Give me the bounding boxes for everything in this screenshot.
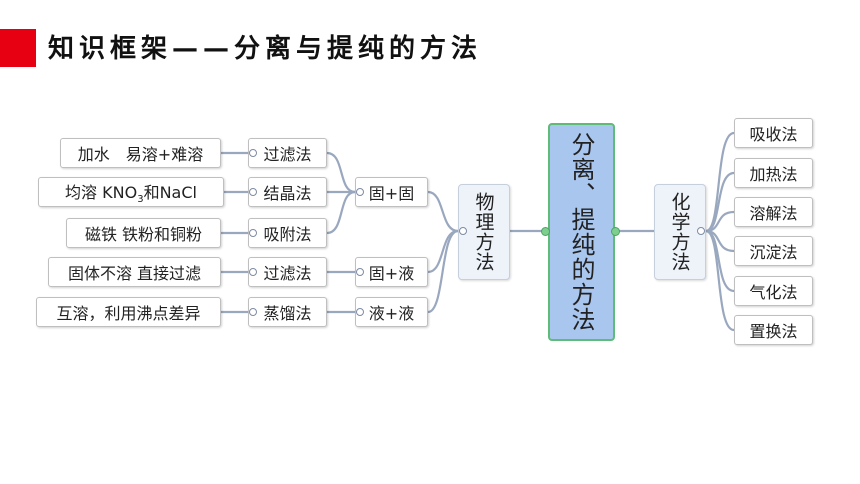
condition-label-4: 固体不溶 直接过滤 [67,264,202,283]
collapse-toggle-icon[interactable] [356,188,364,196]
chem-method-node-2[interactable]: 加热法 [734,158,813,188]
center-topic-label: 分离、提纯的方法 [567,132,595,332]
method-node-filter-1[interactable]: 过滤法 [248,138,327,168]
method-label-3: 吸附法 [263,225,312,244]
chem-method-node-4[interactable]: 沉淀法 [734,236,813,266]
condition-label-2-sub: 3 [137,194,144,206]
title-accent-bar [0,29,36,67]
collapse-toggle-icon[interactable] [249,308,257,316]
link-chem-6 [705,229,735,332]
chem-method-label-2: 加热法 [749,165,798,184]
collapse-toggle-icon[interactable] [356,268,364,276]
condition-node-3[interactable]: 磁铁 铁粉和铜粉 [66,218,221,248]
collapse-toggle-icon[interactable] [249,229,257,237]
collapse-toggle-icon[interactable] [249,149,257,157]
method-label-5: 蒸馏法 [263,304,312,323]
collapse-toggle-icon[interactable] [249,268,257,276]
group-node-liquid-liquid[interactable]: 液+液 [355,297,428,327]
physical-method-label: 物理方法 [472,192,495,272]
chem-method-label-4: 沉淀法 [749,243,798,262]
group-label-1: 固+固 [368,184,415,203]
physical-method-node[interactable]: 物理方法 [458,184,510,280]
link-group1-adsorb [326,190,356,235]
condition-node-5[interactable]: 互溶，利用沸点差异 [36,297,221,327]
page-title: 知识框架——分离与提纯的方法 [48,34,483,64]
center-topic-node[interactable]: 分离、提纯的方法 [548,123,615,341]
collapse-toggle-icon[interactable] [697,227,705,235]
method-node-adsorb[interactable]: 吸附法 [248,218,327,248]
method-label-2: 结晶法 [263,184,312,203]
chem-method-label-6: 置换法 [749,322,798,341]
chem-method-node-1[interactable]: 吸收法 [734,118,813,148]
chem-method-label-3: 溶解法 [749,204,798,223]
chemical-method-label: 化学方法 [668,192,691,272]
link-chem-1 [705,131,735,233]
chem-method-node-5[interactable]: 气化法 [734,276,813,306]
chem-method-node-3[interactable]: 溶解法 [734,197,813,227]
condition-node-4[interactable]: 固体不溶 直接过滤 [48,257,221,287]
collapse-toggle-icon[interactable] [356,308,364,316]
condition-label-3: 磁铁 铁粉和铜粉 [84,225,203,244]
method-node-filter-2[interactable]: 过滤法 [248,257,327,287]
collapse-toggle-icon[interactable] [459,227,467,235]
chem-method-node-6[interactable]: 置换法 [734,315,813,345]
condition-label-2-pre: 均溶 KNO [65,182,138,202]
group-node-solid-solid[interactable]: 固+固 [355,177,428,207]
center-expand-right-icon[interactable] [611,227,620,236]
link-physical-liquid-liquid [427,229,459,314]
method-label-1: 过滤法 [263,145,312,164]
method-label-4: 过滤法 [263,264,312,283]
method-node-distill[interactable]: 蒸馏法 [248,297,327,327]
link-group1-filter [326,151,356,194]
condition-label-2: 均溶 KNO3和NaCl [65,179,197,205]
method-node-crystallize[interactable]: 结晶法 [248,177,327,207]
group-node-solid-liquid[interactable]: 固+液 [355,257,428,287]
condition-label-5: 互溶，利用沸点差异 [56,304,201,323]
chemical-method-node[interactable]: 化学方法 [654,184,706,280]
condition-node-1[interactable]: 加水 易溶+难溶 [60,138,221,168]
link-physical-solid-solid [427,190,459,233]
condition-label-1: 加水 易溶+难溶 [77,145,204,164]
chem-method-label-1: 吸收法 [749,125,798,144]
collapse-toggle-icon[interactable] [249,188,257,196]
condition-node-2[interactable]: 均溶 KNO3和NaCl [38,177,224,207]
group-label-3: 液+液 [368,304,415,323]
group-label-2: 固+液 [368,264,415,283]
center-expand-left-icon[interactable] [541,227,550,236]
chem-method-label-5: 气化法 [749,283,798,302]
condition-label-2-post: 和NaCl [143,182,197,202]
